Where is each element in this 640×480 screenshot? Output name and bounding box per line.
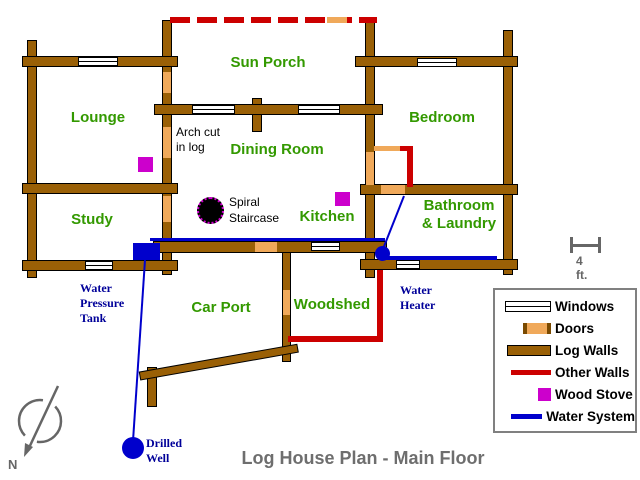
arch-cut-line2: in log bbox=[176, 140, 205, 154]
legend-row-log-walls: Log Walls bbox=[495, 339, 635, 361]
wall-bedroom-bathroom-divider bbox=[360, 184, 518, 195]
legend-label-log-walls: Log Walls bbox=[555, 342, 619, 358]
annotation-spiral-staircase: Spiral Staircase bbox=[229, 194, 279, 226]
wood-stove-icon bbox=[538, 387, 551, 401]
window-study bbox=[85, 261, 113, 270]
water-pressure-tank bbox=[133, 243, 160, 260]
compass-icon bbox=[17, 385, 63, 457]
door-kitchen-closet bbox=[366, 152, 374, 185]
window-dining-east bbox=[298, 105, 340, 114]
legend-label-water-system: Water System bbox=[546, 408, 635, 424]
wall-closet-east bbox=[407, 146, 413, 187]
wall-dining-stub bbox=[252, 98, 262, 132]
page-title: Log House Plan - Main Floor bbox=[241, 448, 485, 468]
room-label-sun-porch: Sun Porch bbox=[230, 54, 306, 71]
well-line2: Well bbox=[146, 451, 170, 465]
legend-label-windows: Windows bbox=[555, 298, 615, 314]
legend-row-windows: Windows bbox=[495, 295, 635, 317]
drilled-well-symbol bbox=[122, 437, 144, 459]
legend-row-water-system: Water System bbox=[495, 405, 635, 427]
tank-line3: Tank bbox=[80, 311, 107, 325]
door-closet bbox=[374, 146, 400, 151]
annotation-arch-cut: Arch cut in log bbox=[176, 125, 220, 155]
annotation-drilled-well: Drilled Well bbox=[146, 436, 182, 466]
window-icon bbox=[505, 300, 551, 312]
scale-label: 4 ft. bbox=[576, 254, 588, 282]
annotation-water-pressure-tank: Water Pressure Tank bbox=[80, 281, 124, 326]
window-kitchen bbox=[311, 242, 340, 251]
wall-east-outer bbox=[503, 30, 513, 275]
wall-lounge-study-divider bbox=[22, 183, 178, 194]
door-study-dining bbox=[163, 196, 171, 222]
wall-woodshed-south bbox=[288, 336, 383, 342]
tank-line1: Water bbox=[80, 281, 112, 295]
other-wall-icon bbox=[511, 369, 551, 375]
door-sunporch bbox=[327, 17, 347, 23]
window-dining-west bbox=[192, 105, 235, 114]
door-arch-cut bbox=[163, 127, 171, 158]
door-sunporch-lounge bbox=[163, 72, 171, 93]
room-label-woodshed: Woodshed bbox=[293, 296, 371, 313]
water-pipe-east bbox=[386, 256, 497, 260]
legend-row-doors: Doors bbox=[495, 317, 635, 339]
wall-west-outer bbox=[27, 40, 37, 278]
wall-sunporch-south bbox=[154, 104, 383, 115]
room-label-car-port: Car Port bbox=[191, 299, 251, 316]
annotation-water-heater: Water Heater bbox=[400, 283, 435, 313]
room-label-bathroom-line2: & Laundry bbox=[421, 215, 497, 232]
door-icon bbox=[523, 322, 551, 334]
water-pipe-well bbox=[132, 259, 146, 442]
window-bathroom bbox=[396, 260, 420, 269]
door-woodshed bbox=[283, 290, 290, 315]
door-bathroom bbox=[381, 185, 405, 194]
window-lounge bbox=[78, 57, 118, 66]
room-label-dining-room: Dining Room bbox=[230, 141, 324, 158]
room-label-lounge: Lounge bbox=[70, 109, 126, 126]
door-kitchen-carport bbox=[255, 242, 277, 252]
room-label-bathroom-laundry: Bathroom & Laundry bbox=[422, 197, 496, 233]
wood-stove-lounge bbox=[138, 157, 153, 172]
legend-label-wood-stove: Wood Stove bbox=[555, 386, 633, 402]
room-label-bedroom: Bedroom bbox=[409, 109, 475, 126]
arch-cut-line1: Arch cut bbox=[176, 125, 221, 139]
room-label-study: Study bbox=[71, 211, 113, 228]
heater-line2: Heater bbox=[400, 298, 436, 312]
spiral-staircase-symbol bbox=[197, 197, 224, 224]
wall-sunporch-screen bbox=[170, 17, 377, 23]
well-line1: Drilled bbox=[146, 436, 182, 450]
water-heater-dot bbox=[375, 246, 390, 261]
heater-line1: Water bbox=[400, 283, 432, 297]
scale-line bbox=[570, 244, 601, 247]
legend-row-wood-stove: Wood Stove bbox=[495, 383, 635, 405]
room-label-kitchen: Kitchen bbox=[299, 208, 355, 225]
legend-label-other-walls: Other Walls bbox=[555, 364, 630, 380]
window-bedroom bbox=[417, 58, 457, 67]
staircase-line1: Spiral bbox=[229, 195, 260, 209]
compass-north-label: N bbox=[8, 457, 18, 472]
legend: Windows Doors Log Walls Other Walls Wood… bbox=[493, 288, 637, 433]
wall-closet-north bbox=[400, 146, 413, 151]
water-system-icon bbox=[511, 413, 543, 419]
staircase-line2: Staircase bbox=[229, 211, 280, 225]
log-wall-icon bbox=[507, 344, 551, 356]
wall-woodshed-east bbox=[377, 270, 383, 342]
water-pipe-main bbox=[150, 238, 385, 241]
legend-row-other-walls: Other Walls bbox=[495, 361, 635, 383]
wall-carport-post bbox=[147, 367, 157, 407]
tank-line2: Pressure bbox=[80, 296, 125, 310]
wood-stove-kitchen bbox=[335, 192, 350, 206]
wall-carport-diagonal bbox=[138, 343, 299, 381]
legend-label-doors: Doors bbox=[555, 320, 595, 336]
room-label-bathroom-line1: Bathroom bbox=[423, 197, 495, 214]
